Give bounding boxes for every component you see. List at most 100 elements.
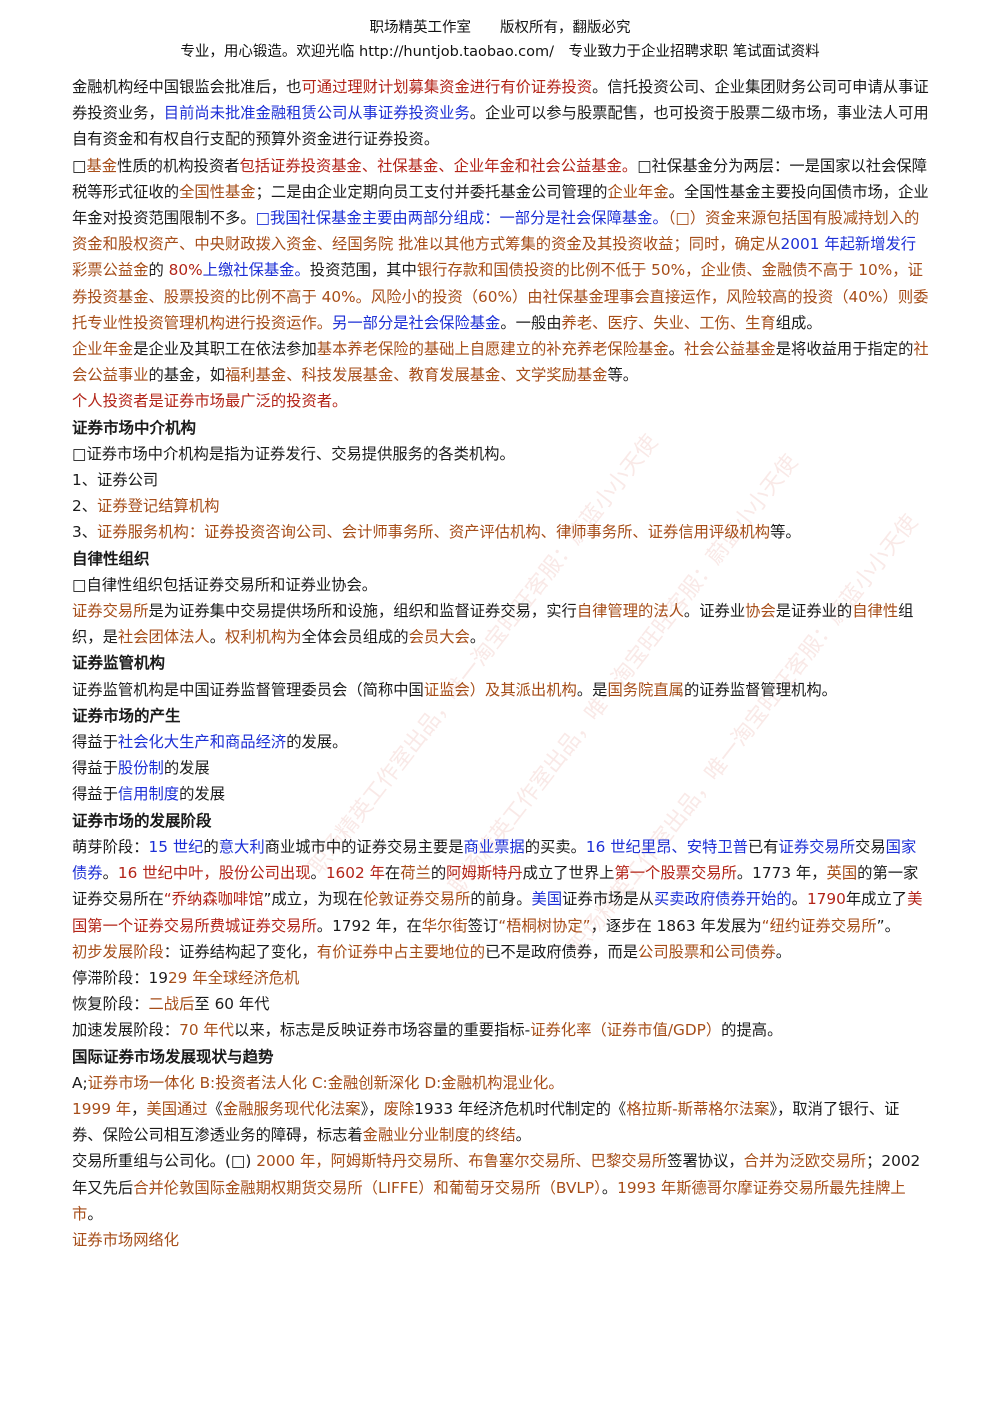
highlighted-text: 目前尚未批准金融租赁公司从事证券投资业务	[163, 104, 470, 123]
highlighted-text: 意大利	[218, 837, 265, 856]
text-run: 在	[384, 864, 401, 883]
highlighted-text: 信用制度	[117, 785, 180, 804]
highlighted-text: 29 年全球经济危机	[167, 968, 300, 987]
text-run: 是企业及其职工在依法参加	[133, 340, 317, 359]
text-run: 。	[102, 864, 118, 883]
highlighted-text: 股份制	[117, 759, 164, 778]
highlighted-text: 金融服务现代化法案	[222, 1099, 361, 1118]
paragraph: 恢复阶段：二战后至 60 年代	[72, 991, 930, 1017]
highlighted-text: 社会团体法人	[117, 628, 210, 647]
paragraph: 证券交易所是为证券集中交易提供场所和设施，组织和监督证券交易，实行自律管理的法人…	[72, 598, 930, 650]
highlighted-text: 社会公益基金	[683, 340, 776, 359]
highlighted-text: 16 世纪中叶，股份公司出现	[117, 864, 311, 883]
text-run: 已有	[747, 837, 779, 856]
text-run: ；二是由企业定期向员工支付并委托基金公司管理的	[255, 182, 608, 201]
text-run: 以来，标志是反映证券市场容量的重要指标-	[234, 1021, 531, 1040]
text-run: 年成立了	[845, 890, 908, 909]
section-heading: 证券监管机构	[72, 654, 166, 673]
text-run: ，逐步在 1863 年发展为	[590, 916, 762, 935]
highlighted-text: 个人投资者是证券市场最广泛的投资者。	[72, 392, 348, 411]
highlighted-text: 证券交易所	[72, 602, 149, 621]
highlighted-text: 1993 年斯德哥尔摩证券交易所最先挂牌上市	[72, 1178, 906, 1223]
text-run: 签订	[467, 916, 499, 935]
highlighted-text: 70 年代	[179, 1021, 235, 1040]
highlighted-text: 基本养老保险的基础上自愿建立的补充养老保险基金	[316, 340, 669, 359]
highlighted-text: 会员大会	[408, 628, 470, 647]
section-heading: 证券市场的产生	[72, 706, 181, 725]
text-run: ：证券结构起了变化，	[163, 942, 317, 961]
text-run: 恢复阶段：	[72, 995, 149, 1014]
highlighted-text: 权利机构为	[225, 628, 302, 647]
highlighted-text: 自律管理的法人	[576, 602, 684, 621]
text-run: 交易所重组与公司化。(□)	[72, 1152, 257, 1171]
highlighted-text: 格拉斯-斯蒂格尔法案	[626, 1099, 770, 1118]
text-run: □社保基金分为两层：一是国家以社会保障税等形式征收的	[72, 156, 927, 201]
text-run: 》，	[360, 1099, 384, 1118]
text-run: 的提高。	[721, 1021, 783, 1040]
text-run: 的发展	[163, 759, 210, 778]
highlighted-text: 彩票公益金	[72, 261, 149, 280]
text-run: 得益于	[72, 759, 118, 778]
paragraph: 1、证券公司	[72, 467, 930, 493]
text-run: □证券市场中介机构是指为证券发行、交易提供服务的各类机构。	[72, 444, 515, 463]
text-run: 。	[601, 1178, 618, 1197]
text-run: 得益于	[72, 733, 118, 752]
paragraph: 得益于股份制的发展	[72, 755, 930, 781]
paragraph: A;证券市场一体化 B:投资者法人化 C:金融创新深化 D:金融机构混业化。	[72, 1070, 930, 1096]
highlighted-text: 1790	[806, 890, 846, 909]
highlighted-text: 公司股票和公司债券	[638, 942, 776, 961]
text-run: 的买卖。	[524, 837, 586, 856]
highlighted-text: 华尔街	[421, 916, 468, 935]
text-run: A;	[72, 1073, 88, 1092]
text-run: 。1792 年，在	[316, 916, 422, 935]
highlighted-text: 初步发展阶段	[72, 942, 164, 961]
highlighted-text: 证券市场一体化 B:投资者法人化 C:金融创新深化 D:金融机构混业化。	[87, 1073, 564, 1092]
text-run: 。	[209, 628, 226, 647]
text-run: 加速发展阶段：	[72, 1021, 180, 1040]
highlighted-text: 合并伦敦国际金融期权期货交易所（LIFFE）和葡萄牙交易所（BVLP）	[133, 1178, 602, 1197]
text-run: 停滞阶段：19	[72, 968, 168, 987]
highlighted-text: 可通过理财计划募集资金进行有价证券投资	[301, 78, 593, 96]
paragraph: 证券监管机构是中国证券监督管理委员会（简称中国证监会）及其派出机构。是国务院直属…	[72, 677, 930, 703]
text-run: 。	[310, 864, 326, 883]
paragraph: 得益于社会化大生产和商品经济的发展。	[72, 729, 930, 755]
text-run: ；2002 年又先后	[72, 1152, 921, 1197]
paragraph: 1999 年，美国通过《金融服务现代化法案》，废除1933 年经济危机时代制定的…	[72, 1096, 930, 1148]
highlighted-text: 2000 年	[256, 1152, 316, 1171]
highlighted-text: 社会公益事业	[72, 340, 929, 385]
text-run: 》，取消了银行、证券、保险公司相互渗透业务的障碍，标志着	[72, 1099, 900, 1145]
text-run: 的	[203, 837, 219, 856]
paragraph: 个人投资者是证券市场最广泛的投资者。	[72, 388, 930, 414]
document-body: 金融机构经中国银监会批准后，也可通过理财计划募集资金进行有价证券投资。信托投资公…	[72, 74, 930, 1253]
highlighted-text: 美国	[531, 890, 563, 909]
highlighted-text: 养老、医疗、失业、工伤、生育	[561, 313, 776, 332]
text-run: 金融机构经中国银监会批准后，也	[72, 78, 302, 96]
highlighted-text: ，阿姆斯特丹交易所、布鲁塞尔交易所、巴黎交易所	[315, 1152, 668, 1171]
text-run: 签署协议，	[667, 1152, 744, 1171]
highlighted-text: 证券化率（证券市值/GDP）	[530, 1021, 722, 1040]
text-run: 的前身。	[470, 890, 532, 909]
section-heading: 自律性组织	[72, 549, 150, 568]
text-run: 的	[430, 864, 447, 883]
highlighted-text: 自律性	[852, 602, 899, 621]
highlighted-text: 全国性基金	[179, 182, 256, 201]
highlighted-text: 阿姆斯特丹	[446, 864, 523, 883]
paragraph: □基金性质的机构投资者包括证券投资基金、社保基金、企业年金和社会公益基金。□社保…	[72, 153, 930, 336]
text-run: 。一般由	[500, 313, 562, 332]
text-run: 商业城市中的证券交易主要是	[264, 837, 464, 856]
highlighted-text: 15 世纪	[148, 837, 204, 856]
text-run: 《	[207, 1099, 223, 1118]
highlighted-text: 80%	[168, 261, 203, 280]
text-run: 组成。	[775, 313, 822, 332]
text-run: 得益于	[72, 785, 118, 804]
paragraph: 交易所重组与公司化。(□) 2000 年，阿姆斯特丹交易所、布鲁塞尔交易所、巴黎…	[72, 1148, 930, 1227]
text-run: □	[72, 156, 87, 175]
text-run: 1、证券公司	[72, 471, 159, 490]
text-run: 证券监管机构是中国证券监督管理委员会（简称中国	[72, 680, 424, 699]
highlighted-text: 1602 年	[325, 864, 385, 883]
text-run: 的第一家证券交易所在	[72, 864, 919, 909]
text-run: 1933 年经济危机时代制定的《	[414, 1099, 627, 1118]
text-run: 。	[469, 628, 486, 647]
section-heading: 证券市场中介机构	[72, 418, 197, 437]
paragraph: 证券市场网络化	[72, 1227, 930, 1253]
